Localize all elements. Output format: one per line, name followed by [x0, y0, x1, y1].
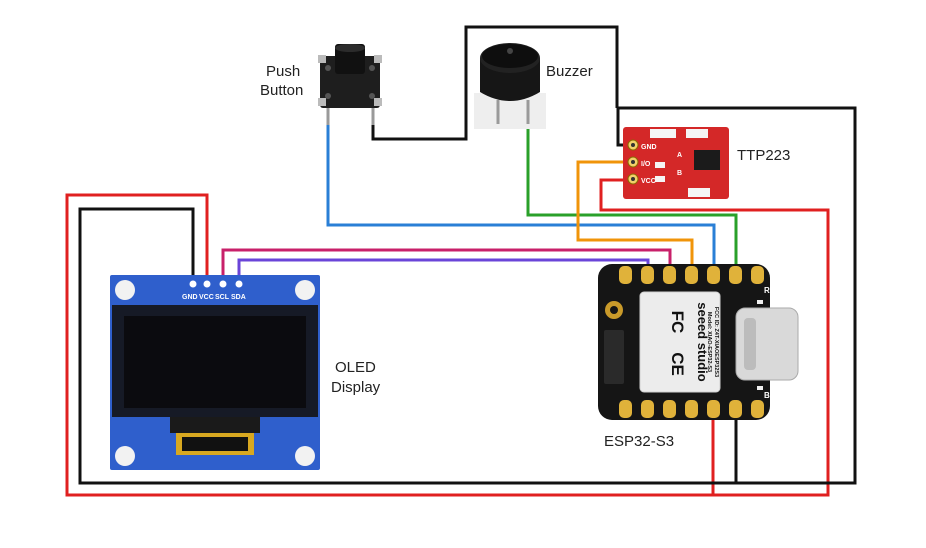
oled-pin-vcc: VCC — [199, 294, 214, 301]
buzzer-label: Buzzer — [546, 63, 593, 80]
esp32-bottom-pads — [619, 400, 764, 418]
wire-orange-ttp — [576, 160, 694, 270]
ce-mark: CE — [668, 352, 687, 376]
push-button-label-1: Push — [266, 63, 300, 80]
ttp223-board: GND I/O VCC A B — [623, 127, 729, 199]
wire-blue-button — [326, 118, 716, 270]
wire-black-gnd-oled — [78, 106, 857, 485]
esp32-board: FC CE seeed studio Model: XIAO-ESP32-S3 … — [598, 264, 799, 420]
oled-pin-scl: SCL — [215, 294, 230, 301]
board-fcc-id: FCC ID: Z4T-XIAOESP32S3 — [713, 307, 719, 377]
ttp-pin-vcc: VCC — [641, 178, 656, 185]
wire-black-button-buzzer — [371, 25, 619, 141]
ttp-mark-a: A — [677, 152, 682, 159]
ttp223-label: TTP223 — [737, 147, 790, 164]
ttp-pin-gnd: GND — [641, 144, 657, 151]
ttp-mark-b: B — [677, 170, 682, 177]
oled-label-1: OLED — [335, 359, 376, 376]
push-button-label-2: Button — [260, 82, 303, 99]
wire-green-buzzer — [526, 118, 738, 270]
board-model: Model: XIAO-ESP32-S3 — [706, 312, 712, 372]
push-button — [318, 44, 382, 125]
oled-pin-sda: SDA — [231, 294, 246, 301]
oled-pin-gnd: GND — [182, 294, 198, 301]
ttp-pin-io: I/O — [641, 161, 651, 168]
wire-red-vcc-oled — [65, 178, 830, 497]
board-b-mark: B — [764, 391, 770, 400]
fc-mark: FC — [668, 311, 687, 334]
esp32-label: ESP32-S3 — [604, 433, 674, 450]
buzzer — [474, 43, 546, 129]
oled-display: GND VCC SCL SDA — [110, 275, 320, 470]
board-brand: seeed studio — [695, 302, 710, 382]
board-r-mark: R — [764, 286, 770, 295]
esp32-top-pads — [619, 266, 764, 284]
oled-label-2: Display — [331, 379, 381, 396]
wire-magenta-scl — [221, 248, 672, 280]
